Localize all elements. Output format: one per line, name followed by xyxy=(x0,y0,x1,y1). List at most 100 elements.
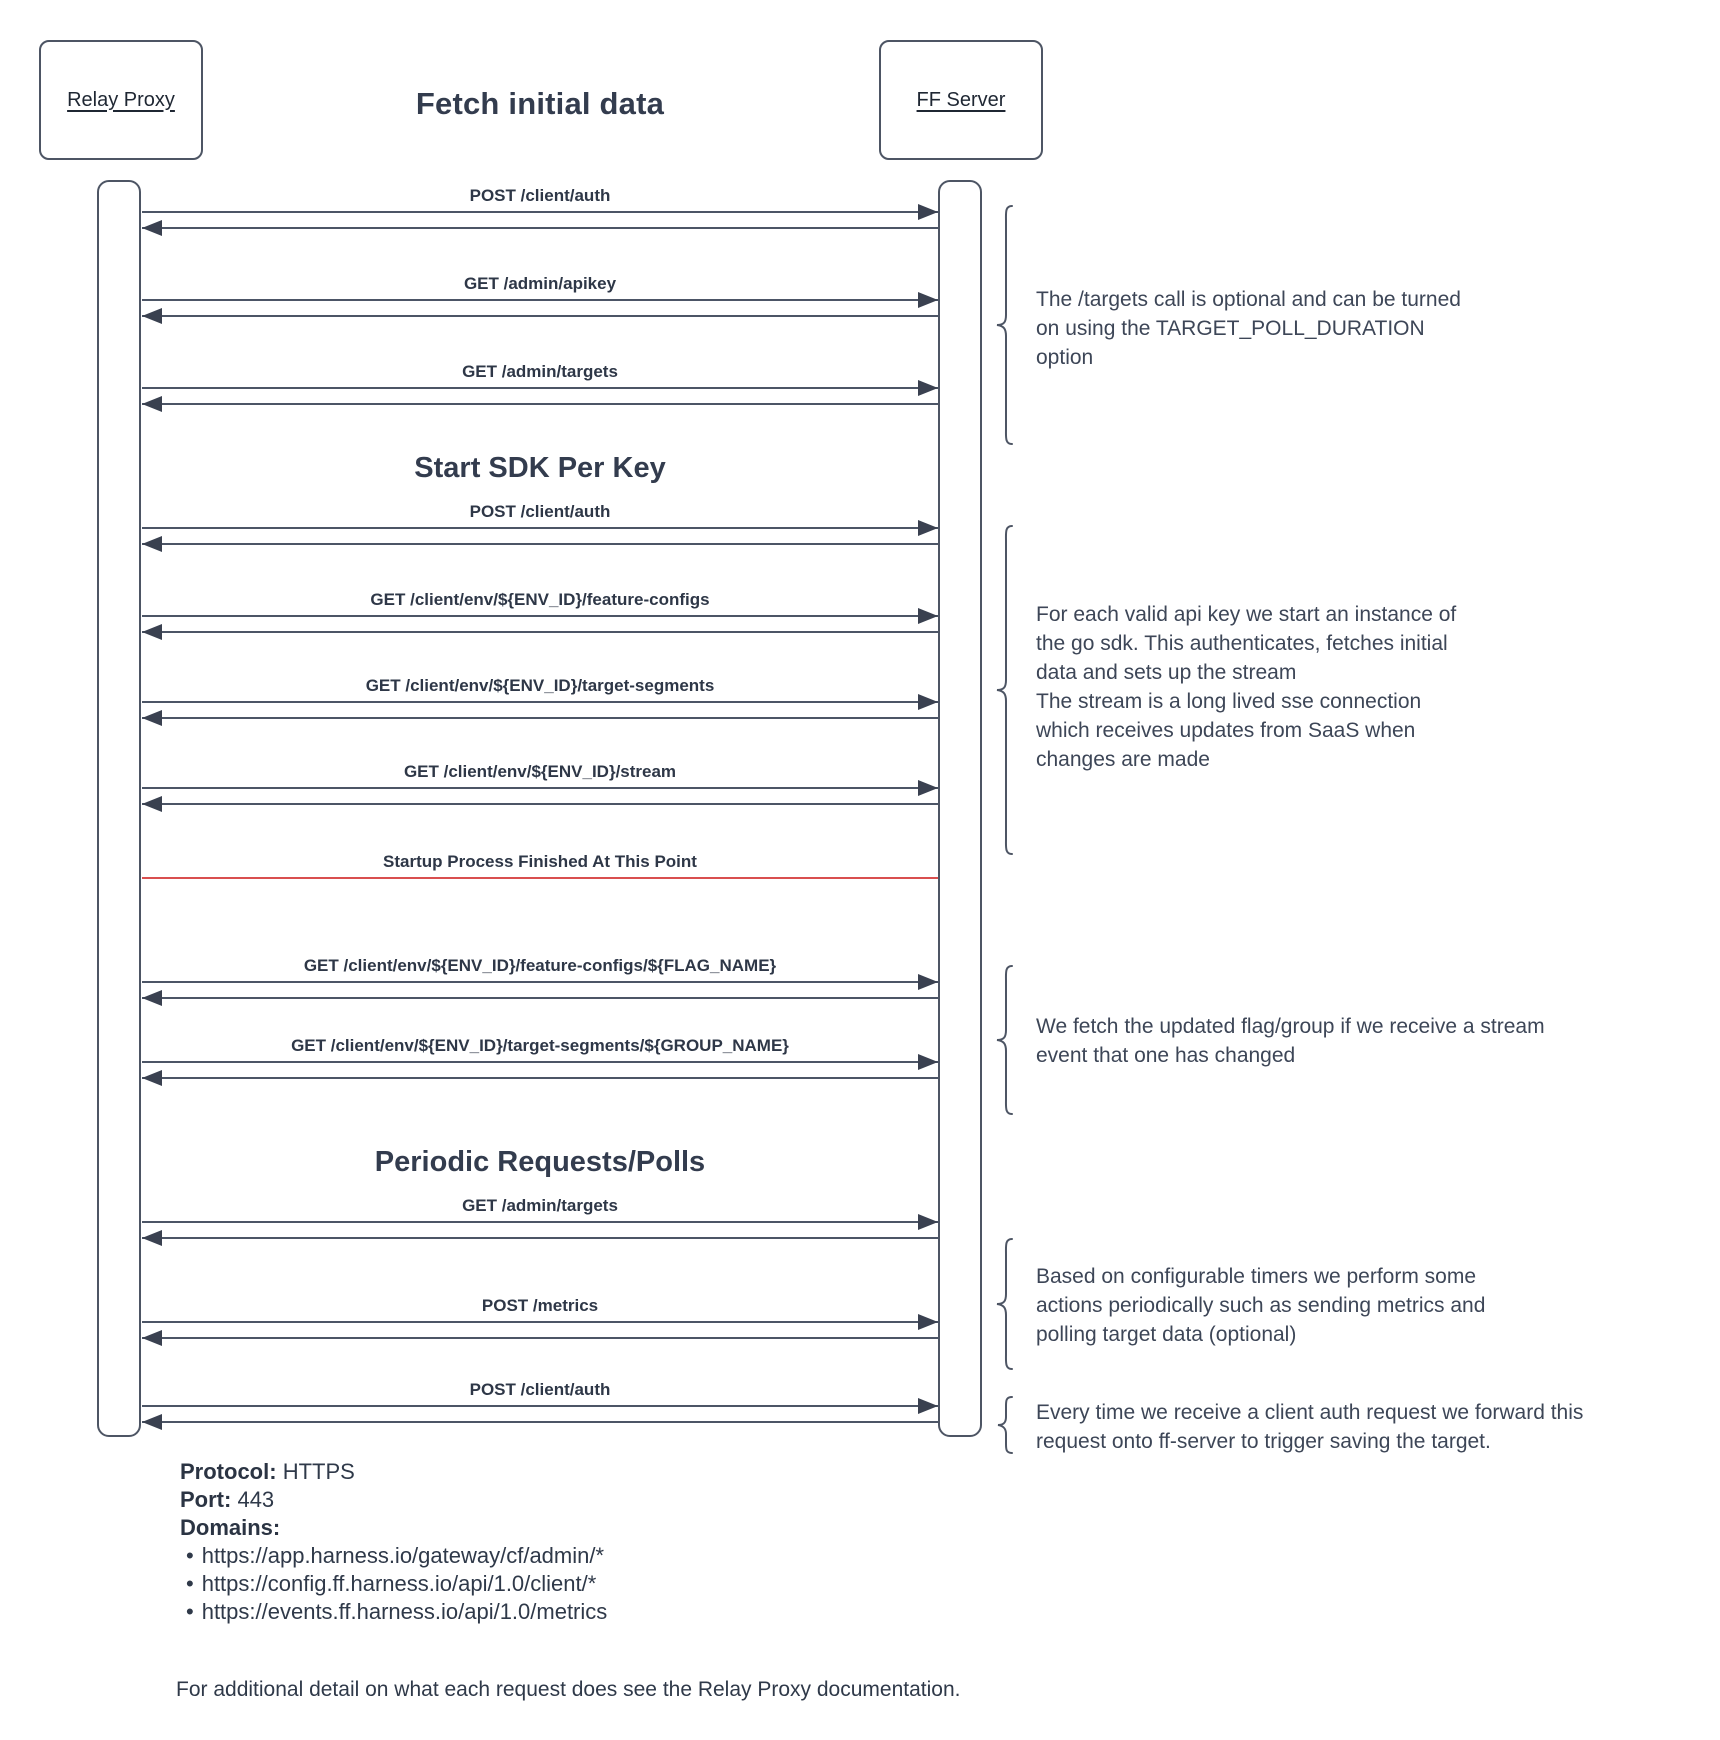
annotation-targets-optional: The /targets call is optional and can be… xyxy=(1036,285,1461,372)
port-label: Port: xyxy=(180,1487,232,1512)
message: GET /admin/targets xyxy=(142,1196,938,1246)
port-row: Port: 443 xyxy=(180,1486,607,1514)
message-label: GET /client/env/${ENV_ID}/target-segment… xyxy=(291,1036,789,1055)
annotation-line: polling target data (optional) xyxy=(1036,1323,1297,1346)
request-arrow xyxy=(142,380,938,396)
arrowhead-left-icon xyxy=(142,1414,162,1430)
response-arrow xyxy=(142,1414,938,1430)
annotation-line: The /targets call is optional and can be… xyxy=(1036,288,1461,311)
arrowhead-left-icon xyxy=(142,536,162,552)
bullet-icon: • xyxy=(186,1571,194,1596)
annotation-fetch-updated: We fetch the updated flag/group if we re… xyxy=(1036,1012,1545,1070)
section-heading-start-sdk: Start SDK Per Key xyxy=(414,452,666,484)
domains-label: Domains: xyxy=(180,1515,281,1540)
message-label: GET /admin/targets xyxy=(462,1196,618,1215)
request-arrow xyxy=(142,974,938,990)
domains-label-row: Domains: xyxy=(180,1514,607,1542)
actor-relay-proxy-label: Relay Proxy xyxy=(67,88,175,111)
startup-finished-separator: Startup Process Finished At This Point xyxy=(142,852,938,879)
arrowhead-right-icon xyxy=(918,292,938,308)
domain-url: https://config.ff.harness.io/api/1.0/cli… xyxy=(201,1571,597,1596)
connection-details: Protocol: HTTPS Port: 443 Domains: •http… xyxy=(180,1458,607,1626)
arrowhead-left-icon xyxy=(142,710,162,726)
message-label: POST /metrics xyxy=(481,1296,599,1315)
annotation-brace-icon xyxy=(994,1396,1016,1459)
response-arrow xyxy=(142,308,938,324)
arrowhead-right-icon xyxy=(918,1314,938,1330)
arrowhead-left-icon xyxy=(142,308,162,324)
annotation-line: the go sdk. This authenticates, fetches … xyxy=(1036,632,1448,655)
request-arrow xyxy=(142,1054,938,1070)
arrowhead-left-icon xyxy=(142,1330,162,1346)
request-arrow xyxy=(142,1398,938,1414)
message-label: POST /client/auth xyxy=(469,502,611,521)
message: POST /client/auth xyxy=(142,502,938,552)
port-value: 443 xyxy=(237,1487,275,1512)
annotation-sdk-instance: For each valid api key we start an insta… xyxy=(1036,600,1456,774)
annotation-line: We fetch the updated flag/group if we re… xyxy=(1036,1015,1545,1038)
actor-ff-server: FF Server xyxy=(879,40,1043,160)
arrowhead-left-icon xyxy=(142,220,162,236)
response-arrow xyxy=(142,624,938,640)
message: POST /client/auth xyxy=(142,1380,938,1430)
request-arrow xyxy=(142,1314,938,1330)
lifeline-ff-server xyxy=(938,180,982,1437)
response-arrow xyxy=(142,1230,938,1246)
message: GET /client/env/${ENV_ID}/feature-config… xyxy=(142,956,938,1006)
response-arrow xyxy=(142,990,938,1006)
domain-item: •https://app.harness.io/gateway/cf/admin… xyxy=(180,1542,607,1570)
protocol-row: Protocol: HTTPS xyxy=(180,1458,607,1486)
message-label: POST /client/auth xyxy=(469,186,611,205)
response-arrow xyxy=(142,396,938,412)
response-arrow xyxy=(142,220,938,236)
actor-ff-server-label: FF Server xyxy=(916,88,1006,111)
footer-note: For additional detail on what each reque… xyxy=(176,1678,961,1701)
annotation-line: which receives updates from SaaS when xyxy=(1036,719,1416,742)
arrowhead-right-icon xyxy=(918,1214,938,1230)
message: GET /admin/targets xyxy=(142,362,938,412)
response-arrow xyxy=(142,796,938,812)
annotation-line: request onto ff-server to trigger saving… xyxy=(1036,1430,1491,1453)
actor-relay-proxy: Relay Proxy xyxy=(39,40,203,160)
arrowhead-right-icon xyxy=(918,204,938,220)
message-label: GET /client/env/${ENV_ID}/stream xyxy=(403,762,677,781)
annotation-brace-icon xyxy=(994,525,1016,860)
arrowhead-right-icon xyxy=(918,380,938,396)
annotation-line: The stream is a long lived sse connectio… xyxy=(1036,690,1422,713)
arrowhead-right-icon xyxy=(918,1398,938,1414)
message: POST /client/auth xyxy=(142,186,938,236)
arrowhead-right-icon xyxy=(918,520,938,536)
annotation-line: event that one has changed xyxy=(1036,1044,1296,1067)
message-label: POST /client/auth xyxy=(469,1380,611,1399)
request-arrow xyxy=(142,292,938,308)
response-arrow xyxy=(142,1330,938,1346)
arrowhead-left-icon xyxy=(142,624,162,640)
message-label: GET /admin/targets xyxy=(462,362,618,381)
annotation-line: changes are made xyxy=(1036,748,1210,771)
request-arrow xyxy=(142,520,938,536)
annotation-line: on using the TARGET_POLL_DURATION xyxy=(1036,317,1425,340)
message: GET /client/env/${ENV_ID}/target-segment… xyxy=(142,1036,938,1086)
separator-line xyxy=(142,877,938,879)
message-label: GET /client/env/${ENV_ID}/feature-config… xyxy=(370,590,710,609)
annotation-brace-icon xyxy=(994,965,1016,1120)
annotation-line: option xyxy=(1036,346,1094,369)
response-arrow xyxy=(142,710,938,726)
arrowhead-right-icon xyxy=(918,694,938,710)
annotation-line: Based on configurable timers we perform … xyxy=(1036,1265,1477,1288)
arrowhead-right-icon xyxy=(918,1054,938,1070)
annotation-periodic-timers: Based on configurable timers we perform … xyxy=(1036,1262,1485,1349)
response-arrow xyxy=(142,536,938,552)
annotation-line: actions periodically such as sending met… xyxy=(1036,1294,1486,1317)
annotation-line: data and sets up the stream xyxy=(1036,661,1297,684)
arrowhead-left-icon xyxy=(142,396,162,412)
annotation-line: For each valid api key we start an insta… xyxy=(1036,603,1457,626)
message: GET /client/env/${ENV_ID}/target-segment… xyxy=(142,676,938,726)
request-arrow xyxy=(142,780,938,796)
message: GET /admin/apikey xyxy=(142,274,938,324)
domain-url: https://events.ff.harness.io/api/1.0/met… xyxy=(201,1599,608,1624)
protocol-value: HTTPS xyxy=(282,1459,355,1484)
message-label: GET /client/env/${ENV_ID}/target-segment… xyxy=(365,676,715,695)
bullet-icon: • xyxy=(186,1543,194,1568)
message-label: GET /admin/apikey xyxy=(463,274,617,293)
